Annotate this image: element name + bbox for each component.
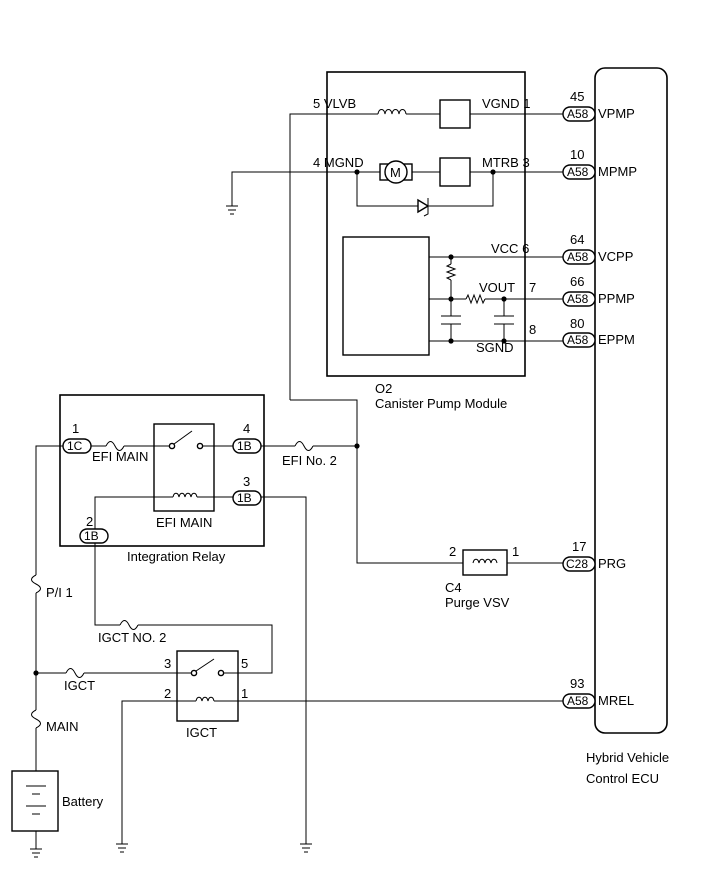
svg-text:A58: A58	[567, 292, 589, 306]
valve-coil	[377, 109, 407, 115]
svg-text:10: 10	[570, 147, 584, 162]
main-fuse	[31, 709, 41, 729]
igct-no2-fuse-label: IGCT NO. 2	[98, 630, 166, 645]
svg-text:66: 66	[570, 274, 584, 289]
igct-relay-label: IGCT	[186, 725, 217, 740]
svg-text:7: 7	[529, 280, 536, 295]
igct-fuse-label: IGCT	[64, 678, 95, 693]
purge-vsv-id: C4	[445, 580, 462, 595]
svg-text:1B: 1B	[84, 529, 99, 543]
svg-text:A58: A58	[567, 165, 589, 179]
efi-no2-fuse	[294, 441, 314, 451]
svg-text:8: 8	[529, 322, 536, 337]
svg-text:1C: 1C	[67, 439, 83, 453]
motor-control-block	[439, 157, 471, 187]
pin-vgnd: VGND 1	[482, 96, 530, 111]
svg-text:PPMP: PPMP	[598, 291, 635, 306]
pin-vout: VOUT	[479, 280, 515, 295]
pin-sgnd: SGND	[476, 340, 514, 355]
efi-no2-fuse-label: EFI No. 2	[282, 453, 337, 468]
igct-no2-fuse	[119, 620, 139, 630]
ecu-label-line1: Hybrid Vehicle	[586, 750, 669, 765]
svg-text:VCPP: VCPP	[598, 249, 633, 264]
ecu-pin-mrel: 93 A58 MREL	[562, 676, 634, 709]
igct-relay-box	[176, 650, 239, 722]
svg-text:MREL: MREL	[598, 693, 634, 708]
svg-text:A58: A58	[567, 107, 589, 121]
pin-vcc: VCC 6	[491, 241, 529, 256]
integration-relay-box	[59, 394, 265, 547]
svg-text:2: 2	[86, 514, 93, 529]
svg-text:64: 64	[570, 232, 584, 247]
ecu-box	[594, 67, 668, 734]
relay-pin-2	[79, 528, 109, 544]
svg-text:A58: A58	[567, 250, 589, 264]
svg-text:5: 5	[241, 656, 248, 671]
ecu-pin-vcpp: 64 A58 VCPP	[562, 232, 633, 265]
svg-text:A58: A58	[567, 694, 589, 708]
pump-module-box	[326, 71, 526, 377]
pin-vlvb: 5 VLVB	[313, 96, 356, 111]
svg-text:1: 1	[512, 544, 519, 559]
svg-text:93: 93	[570, 676, 584, 691]
valve-block	[439, 99, 471, 129]
battery-box	[11, 770, 59, 832]
svg-text:MPMP: MPMP	[598, 164, 637, 179]
svg-text:4: 4	[243, 421, 250, 436]
svg-text:VPMP: VPMP	[598, 106, 635, 121]
svg-text:2: 2	[164, 686, 171, 701]
pin-mgnd: 4 MGND	[313, 155, 364, 170]
efi-main-fuse	[105, 441, 125, 451]
ecu-pin-mpmp: 10 A58 MPMP	[562, 147, 637, 180]
ecu-label-line2: Control ECU	[586, 771, 659, 786]
pump-module-id: O2	[375, 381, 392, 396]
svg-text:80: 80	[570, 316, 584, 331]
efi-main-fuse-label: EFI MAIN	[92, 449, 148, 464]
ecu-pin-eppm: 80 A58 EPPM	[562, 316, 635, 348]
svg-text:1: 1	[72, 421, 79, 436]
svg-text:1B: 1B	[237, 439, 252, 453]
igct-fuse	[65, 668, 85, 678]
motor-symbol: M	[390, 165, 401, 180]
purge-vsv-name: Purge VSV	[445, 595, 510, 610]
pump-module-name: Canister Pump Module	[375, 396, 507, 411]
svg-text:17: 17	[572, 539, 586, 554]
integration-relay-name: Integration Relay	[127, 549, 226, 564]
pi1-fuse-label: P/I 1	[46, 585, 73, 600]
pressure-sensor-block	[342, 236, 430, 356]
svg-text:PRG: PRG	[598, 556, 626, 571]
pin-mtrb: MTRB 3	[482, 155, 530, 170]
svg-text:A58: A58	[567, 333, 589, 347]
diode	[417, 198, 430, 214]
efi-main-relay-coil	[172, 492, 198, 498]
svg-text:45: 45	[570, 89, 584, 104]
efi-main-relay-label: EFI MAIN	[156, 515, 212, 530]
pi1-fuse	[31, 574, 41, 594]
svg-text:EPPM: EPPM	[598, 332, 635, 347]
svg-text:C28: C28	[566, 557, 588, 571]
ecu-pin-ppmp: 66 A58 PPMP	[562, 274, 635, 307]
svg-text:1B: 1B	[237, 491, 252, 505]
igct-relay-coil	[195, 696, 215, 702]
svg-text:2: 2	[449, 544, 456, 559]
relay-pin-3	[232, 490, 262, 506]
vcc-resistor	[445, 263, 457, 281]
svg-text:3: 3	[164, 656, 171, 671]
ecu-pin-prg: 17 C28 PRG	[562, 539, 626, 572]
svg-text:1: 1	[241, 686, 248, 701]
ecu-pin-vpmp: 45 A58 VPMP	[562, 89, 635, 122]
main-fuse-label: MAIN	[46, 719, 79, 734]
svg-text:3: 3	[243, 474, 250, 489]
battery-label: Battery	[62, 794, 104, 809]
purge-vsv-coil	[472, 558, 498, 564]
vout-resistor	[465, 293, 486, 305]
